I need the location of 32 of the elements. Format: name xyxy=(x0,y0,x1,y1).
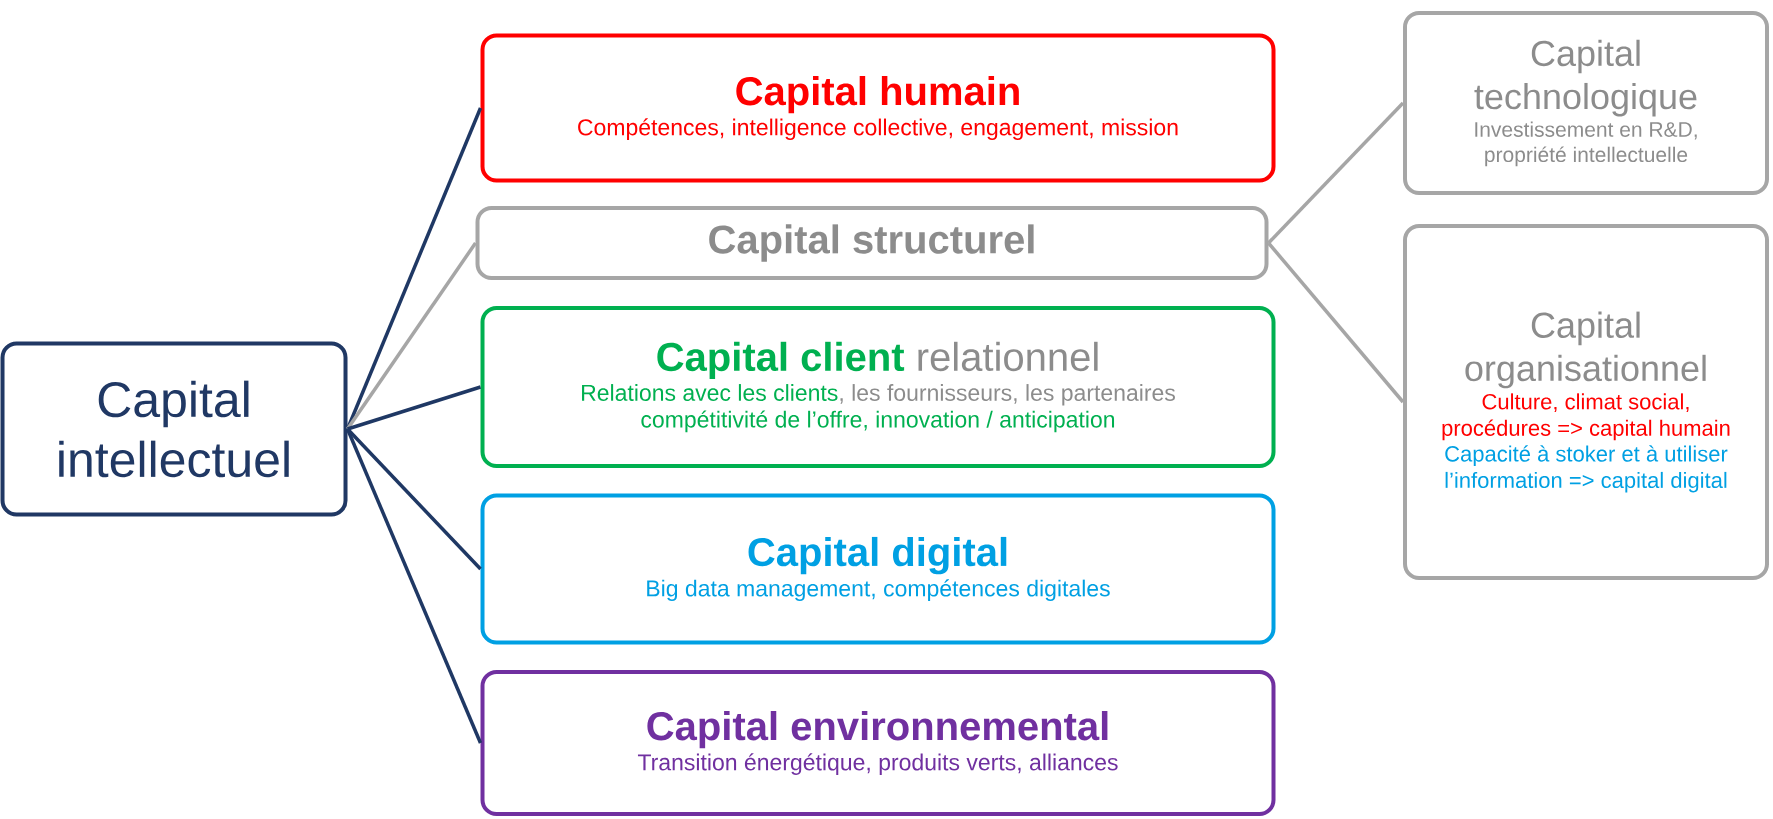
concept-box xyxy=(1403,11,1769,195)
connector-line xyxy=(1267,101,1405,245)
struck-text: , les fournisseurs, les partenaires xyxy=(840,384,1175,406)
concept-box xyxy=(1403,224,1769,580)
connector-line xyxy=(345,428,483,744)
connector-line xyxy=(346,242,477,430)
concept-box xyxy=(480,670,1276,816)
concept-box xyxy=(475,206,1269,280)
box-text: Big data management, compétences digitales xyxy=(647,579,1110,602)
concept-box xyxy=(480,306,1276,468)
box-title: Capital environnemental xyxy=(647,711,1108,749)
struck-text: relationnel xyxy=(918,341,1098,372)
box-text: Culture, climat social, procédures => capital humain xyxy=(1442,393,1730,441)
box-title: Capital structurel xyxy=(709,224,1034,262)
box-text: Capacité à stoker et à utiliser l’information => capital digital xyxy=(1445,445,1728,493)
struck-text: Capital technologique xyxy=(1474,39,1697,117)
box-title: Capital client xyxy=(657,341,905,380)
box-text: compétitivité de l’offre, innovation / anticipation xyxy=(641,410,1115,433)
box-title: Capital digital xyxy=(748,536,1007,575)
box-text: Relations avec les clients xyxy=(582,384,838,401)
struck-text: Investissement en R&D, propriété intellectuelle xyxy=(1475,121,1697,167)
connector-line xyxy=(346,385,482,431)
connector-line xyxy=(345,107,483,430)
box-text: Compétences, intelligence collective, engagement, mission xyxy=(578,118,1178,140)
main-concept-box xyxy=(0,341,348,517)
box-title: Capital humain xyxy=(736,76,1019,114)
connector-line xyxy=(1267,241,1405,404)
box-title: Capital organisationnel xyxy=(1465,311,1706,389)
box-text: Transition énergétique, produits verts, alliances xyxy=(637,753,1118,775)
concept-box xyxy=(480,493,1276,645)
box-title: Capital intellectuel xyxy=(59,380,289,478)
concept-box xyxy=(480,33,1276,183)
